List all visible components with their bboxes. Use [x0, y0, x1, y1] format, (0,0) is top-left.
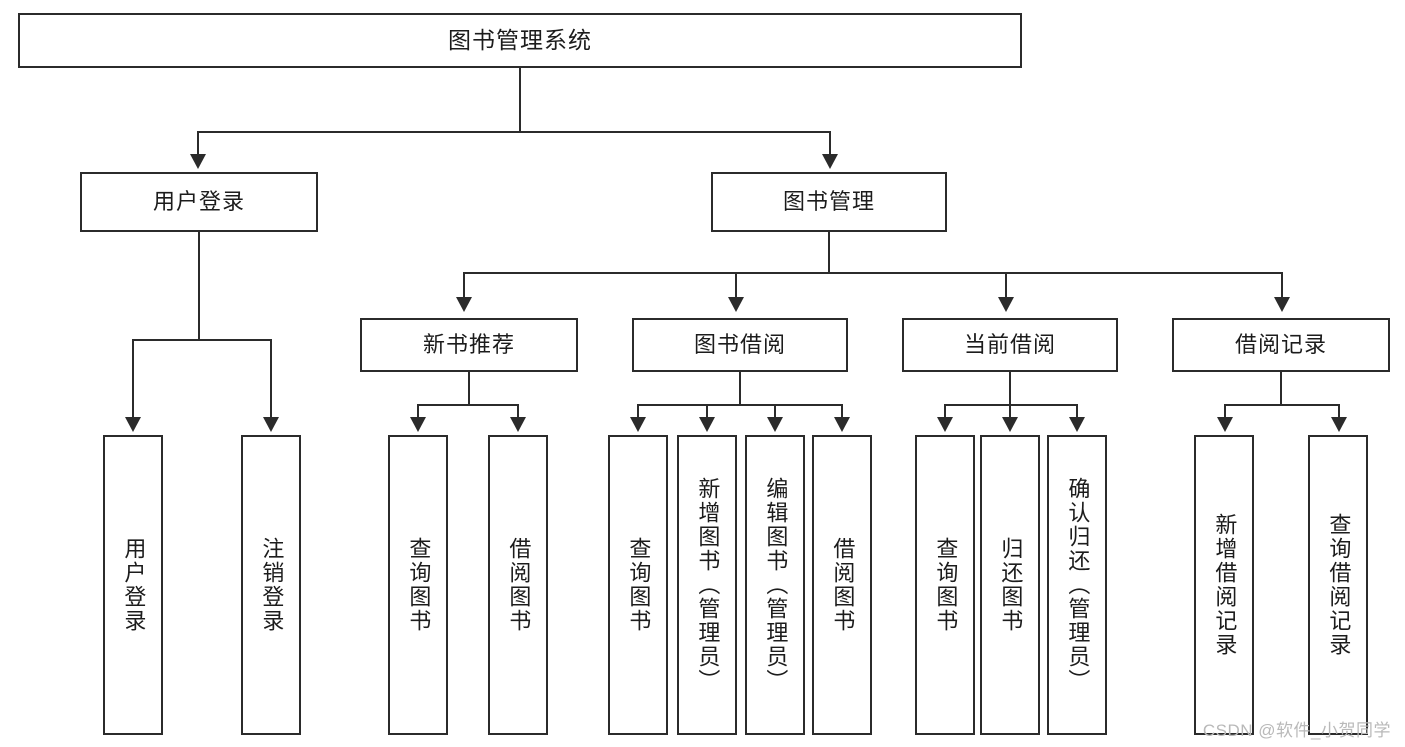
node-current-borrow[interactable]: 当前借阅: [902, 318, 1118, 372]
arrowhead-new-book: [456, 297, 472, 312]
arrowhead-leaf-user-login-2: [263, 417, 279, 432]
connector-book-borrow-drop-1: [637, 404, 639, 417]
arrowhead-leaf-borrow-record-2: [1331, 417, 1347, 432]
leaf-current-borrow-1-label: 查询图书: [933, 537, 959, 633]
leaf-book-borrow-1[interactable]: 查询图书: [608, 435, 668, 735]
leaf-book-borrow-2-label: 新增图书（管理员）: [695, 477, 721, 693]
arrowhead-leaf-current-borrow-2: [1002, 417, 1018, 432]
node-new-book-recommend-label: 新书推荐: [422, 332, 515, 357]
arrowhead-book-management: [822, 154, 838, 169]
node-root[interactable]: 图书管理系统: [18, 13, 1022, 68]
arrowhead-leaf-book-borrow-3: [767, 417, 783, 432]
node-user-login-label: 用户登录: [152, 189, 245, 214]
leaf-book-borrow-3-label: 编辑图书（管理员）: [763, 477, 789, 693]
connector-level2-drop-1: [463, 272, 465, 297]
connector-new-book-drop-1: [417, 404, 419, 417]
connector-book-borrow-drop-3: [774, 404, 776, 417]
arrowhead-book-borrow: [728, 297, 744, 312]
leaf-user-login-2[interactable]: 注销登录: [241, 435, 301, 735]
leaf-current-borrow-3[interactable]: 确认归还（管理员）: [1047, 435, 1107, 735]
leaf-user-login-1[interactable]: 用户登录: [103, 435, 163, 735]
connector-book-borrow-drop-2: [706, 404, 708, 417]
connector-current-borrow-drop-1: [944, 404, 946, 417]
node-borrow-record-label: 借阅记录: [1234, 332, 1327, 357]
leaf-current-borrow-2-label: 归还图书: [998, 537, 1024, 633]
connector-book-borrow-rail: [637, 404, 842, 406]
leaf-user-login-2-label: 注销登录: [259, 537, 285, 633]
node-book-borrow-label: 图书借阅: [693, 332, 786, 357]
connector-user-login-drop-2: [270, 339, 272, 417]
connector-current-borrow-drop-3: [1076, 404, 1078, 417]
connector-level1-right-drop: [829, 131, 831, 154]
leaf-current-borrow-2[interactable]: 归还图书: [980, 435, 1040, 735]
connector-level2-rail: [463, 272, 1283, 274]
connector-user-login-drop-1: [132, 339, 134, 417]
leaf-new-book-1-label: 查询图书: [406, 537, 432, 633]
arrowhead-leaf-borrow-record-1: [1217, 417, 1233, 432]
connector-level2-drop-2: [735, 272, 737, 297]
leaf-book-borrow-4[interactable]: 借阅图书: [812, 435, 872, 735]
arrowhead-user-login: [190, 154, 206, 169]
connector-borrow-record-drop-1: [1224, 404, 1226, 417]
node-user-login[interactable]: 用户登录: [80, 172, 318, 232]
node-new-book-recommend[interactable]: 新书推荐: [360, 318, 578, 372]
leaf-book-borrow-4-label: 借阅图书: [830, 537, 856, 633]
node-book-management-label: 图书管理: [782, 189, 875, 214]
connector-user-login-rail: [132, 339, 272, 341]
arrowhead-leaf-current-borrow-1: [937, 417, 953, 432]
connector-root-down: [519, 68, 521, 132]
arrowhead-leaf-new-book-1: [410, 417, 426, 432]
node-borrow-record[interactable]: 借阅记录: [1172, 318, 1390, 372]
node-current-borrow-label: 当前借阅: [963, 332, 1056, 357]
connector-user-login-down: [198, 232, 200, 340]
arrowhead-borrow-record: [1274, 297, 1290, 312]
leaf-new-book-1[interactable]: 查询图书: [388, 435, 448, 735]
leaf-book-borrow-3[interactable]: 编辑图书（管理员）: [745, 435, 805, 735]
arrowhead-leaf-user-login-1: [125, 417, 141, 432]
arrowhead-leaf-book-borrow-1: [630, 417, 646, 432]
leaf-borrow-record-2[interactable]: 查询借阅记录: [1308, 435, 1368, 735]
connector-level1-rail: [197, 131, 831, 133]
arrowhead-leaf-new-book-2: [510, 417, 526, 432]
node-book-borrow[interactable]: 图书借阅: [632, 318, 848, 372]
connector-borrow-record-rail: [1224, 404, 1340, 406]
leaf-book-borrow-1-label: 查询图书: [626, 537, 652, 633]
connector-book-borrow-drop-4: [841, 404, 843, 417]
connector-level2-drop-4: [1281, 272, 1283, 297]
leaf-user-login-1-label: 用户登录: [121, 537, 147, 633]
connector-book-management-down: [828, 232, 830, 273]
connector-level2-drop-3: [1005, 272, 1007, 297]
leaf-current-borrow-1[interactable]: 查询图书: [915, 435, 975, 735]
connector-current-borrow-down: [1009, 372, 1011, 405]
arrowhead-leaf-book-borrow-2: [699, 417, 715, 432]
connector-current-borrow-rail: [944, 404, 1078, 406]
connector-level1-left-drop: [197, 131, 199, 154]
node-book-management[interactable]: 图书管理: [711, 172, 947, 232]
leaf-new-book-2[interactable]: 借阅图书: [488, 435, 548, 735]
leaf-book-borrow-2[interactable]: 新增图书（管理员）: [677, 435, 737, 735]
connector-book-borrow-down: [739, 372, 741, 405]
leaf-borrow-record-1[interactable]: 新增借阅记录: [1194, 435, 1254, 735]
leaf-borrow-record-1-label: 新增借阅记录: [1212, 513, 1238, 657]
node-root-label: 图书管理系统: [448, 27, 592, 53]
connector-borrow-record-down: [1280, 372, 1282, 405]
leaf-borrow-record-2-label: 查询借阅记录: [1326, 513, 1352, 657]
arrowhead-leaf-book-borrow-4: [834, 417, 850, 432]
arrowhead-current-borrow: [998, 297, 1014, 312]
connector-borrow-record-drop-2: [1338, 404, 1340, 417]
connector-new-book-down: [468, 372, 470, 405]
connector-new-book-rail: [417, 404, 519, 406]
arrowhead-leaf-current-borrow-3: [1069, 417, 1085, 432]
leaf-new-book-2-label: 借阅图书: [506, 537, 532, 633]
connector-current-borrow-drop-2: [1009, 404, 1011, 417]
leaf-current-borrow-3-label: 确认归还（管理员）: [1065, 477, 1091, 693]
connector-new-book-drop-2: [517, 404, 519, 417]
